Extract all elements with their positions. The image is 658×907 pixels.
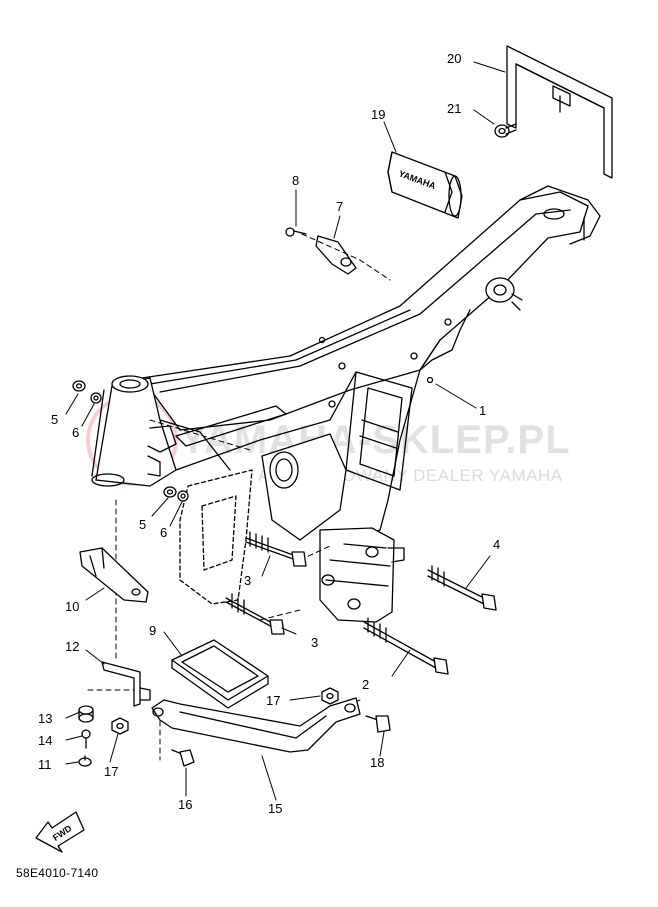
- bolt-3-upper: [245, 531, 307, 567]
- part-code: 58E4010-7140: [16, 866, 99, 880]
- nut-5-top: [72, 380, 86, 392]
- leader-lines: [65, 61, 506, 801]
- callout-12: 12: [65, 639, 80, 654]
- callout-5-upper: 5: [51, 412, 59, 427]
- callout-4: 4: [493, 537, 501, 552]
- callout-8: 8: [292, 173, 300, 188]
- bolt-2: [363, 617, 449, 675]
- bolt-18: [365, 715, 391, 733]
- guard-bar-15: [151, 697, 361, 753]
- callout-15: 15: [268, 801, 283, 816]
- washer-6-lower: [177, 490, 189, 502]
- rubber-pad-9: [171, 639, 269, 709]
- callout-10: 10: [65, 599, 80, 614]
- grommet-21: [494, 123, 517, 138]
- nut-17-left: [111, 717, 129, 735]
- callout-17-right: 17: [266, 693, 281, 708]
- bracket-12: [101, 661, 151, 707]
- main-frame-1: [91, 185, 601, 623]
- bracket-plate-20: [506, 45, 613, 179]
- callout-11: 11: [38, 757, 52, 772]
- callout-3-lower: 3: [311, 635, 319, 650]
- callout-20: 20: [447, 51, 462, 66]
- fender-19: [387, 151, 463, 219]
- fwd-arrow-icon: [35, 811, 85, 853]
- watermark-title: YAMAHA-SKLEP.PL: [180, 418, 571, 462]
- nut-5-lower: [163, 486, 177, 498]
- callout-13: 13: [38, 711, 53, 726]
- callout-6-lower: 6: [160, 525, 168, 540]
- bolt-11: [78, 755, 92, 767]
- callout-5-lower: 5: [139, 517, 147, 532]
- callout-18: 18: [370, 755, 385, 770]
- bolt-14: [81, 729, 91, 749]
- callout-6-upper: 6: [72, 425, 80, 440]
- callout-2: 2: [362, 677, 370, 692]
- bracket-7: [315, 235, 357, 275]
- cover-10: [79, 547, 149, 603]
- callout-3-upper: 3: [244, 573, 252, 588]
- callout-1: 1: [479, 403, 487, 418]
- washer-6-top: [90, 392, 102, 404]
- callout-16: 16: [178, 797, 193, 812]
- callout-21: 21: [447, 101, 462, 116]
- bolt-3-lower: [225, 593, 285, 635]
- callout-7: 7: [336, 199, 344, 214]
- callout-17-left: 17: [104, 764, 119, 779]
- screw-8: [285, 227, 307, 237]
- hidden-bracket-outline: [179, 469, 253, 605]
- callout-9: 9: [149, 623, 157, 638]
- bolt-4: [427, 565, 497, 611]
- bolt-16: [171, 749, 195, 767]
- nut-17-right: [321, 687, 339, 705]
- callout-19: 19: [371, 107, 386, 122]
- callout-14: 14: [38, 733, 53, 748]
- collar-13: [78, 705, 94, 723]
